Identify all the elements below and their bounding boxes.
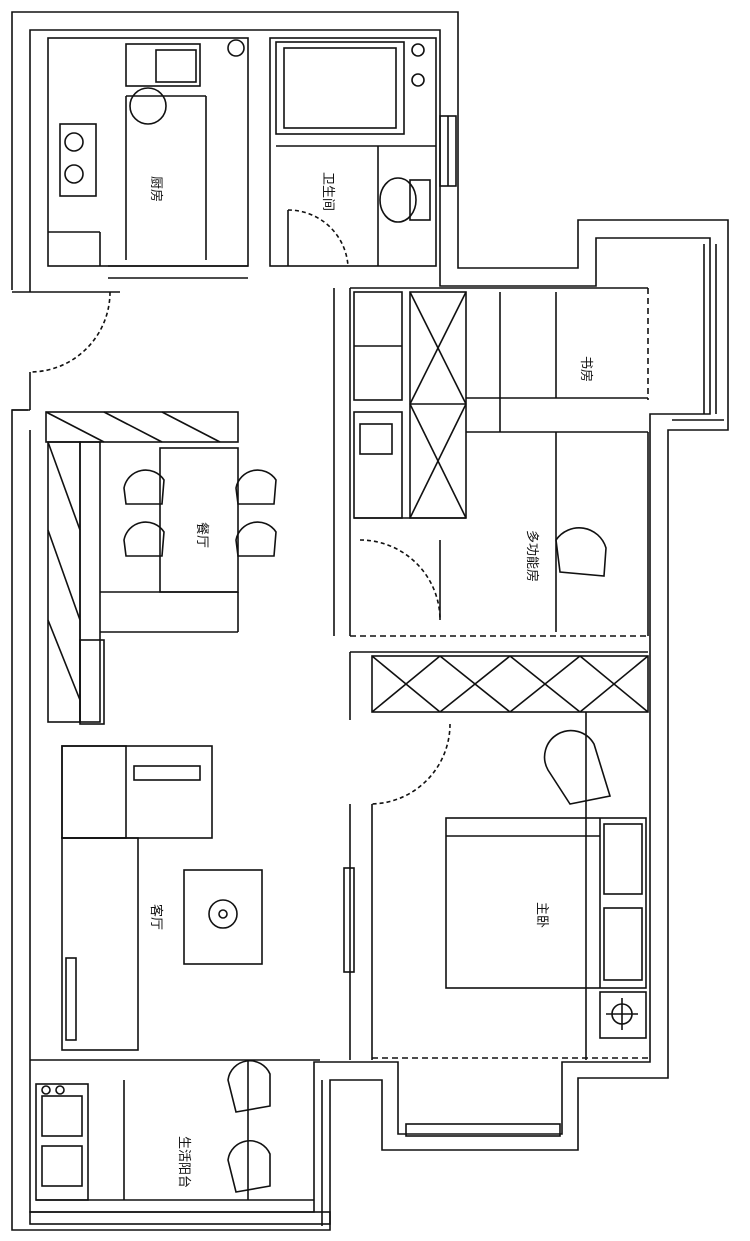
living-area <box>61 745 373 1060</box>
upper-balcony <box>672 244 724 421</box>
bathroom-label: 卫生间 <box>320 172 335 211</box>
exterior-walls <box>11 11 729 1231</box>
bedroom-label: 主卧 <box>534 902 549 928</box>
room-labels: 厨房 卫生间 书房 多功能房 餐厅 客厅 主卧 生活阳台 <box>148 172 594 1188</box>
study-area <box>333 287 649 637</box>
balcony-label: 生活阳台 <box>176 1136 191 1188</box>
entry-door-swing <box>29 291 111 373</box>
dining-area <box>45 411 277 725</box>
kitchen-area <box>47 37 249 279</box>
kitchen-label: 厨房 <box>148 176 164 202</box>
bathroom-area <box>269 37 457 267</box>
bedroom-area <box>349 651 649 1137</box>
study-label: 书房 <box>578 356 594 382</box>
multi-room-label: 多功能房 <box>524 530 540 582</box>
living-label: 客厅 <box>148 904 164 930</box>
balcony-area <box>29 1059 331 1226</box>
dining-label: 餐厅 <box>194 522 210 548</box>
